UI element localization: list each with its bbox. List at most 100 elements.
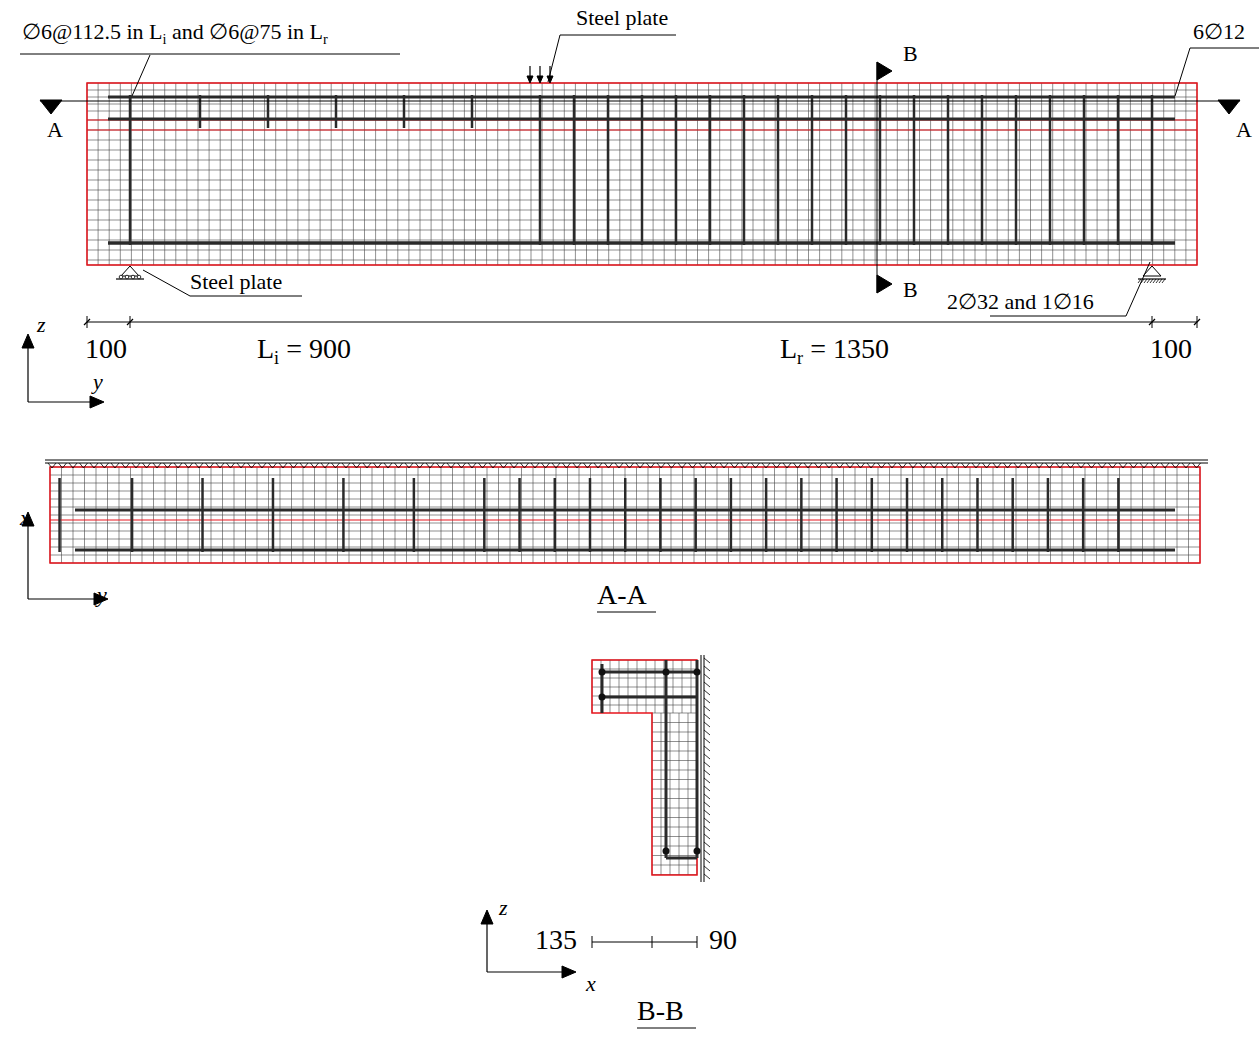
support-hatch — [1123, 463, 1127, 468]
mesh-line — [719, 83, 720, 265]
support-hatch — [704, 706, 710, 711]
mesh-line — [601, 660, 602, 713]
support-hatch — [1014, 463, 1018, 468]
stirrup — [201, 478, 204, 552]
mesh-line — [963, 83, 964, 265]
mesh-line — [797, 83, 798, 265]
support-hatch — [934, 463, 938, 468]
stirrup — [665, 660, 668, 858]
support-hatch — [619, 463, 623, 468]
support-hatch — [651, 463, 655, 468]
mesh-line — [98, 83, 99, 265]
support-hatch — [367, 463, 371, 468]
mesh-line — [708, 83, 709, 265]
stirrup — [976, 478, 979, 552]
mesh-line — [688, 713, 689, 875]
rebar-callout: i — [163, 31, 167, 47]
support-hatch — [704, 810, 710, 815]
section-mark-group: B — [903, 42, 918, 66]
support-hatch — [871, 463, 875, 468]
mesh-line — [131, 83, 132, 265]
stirrup — [573, 95, 576, 245]
support-hatch — [504, 463, 508, 468]
support-hatch — [1039, 463, 1043, 468]
section-mark: A — [47, 117, 63, 142]
support-hatch — [682, 463, 686, 468]
axis-label: y — [93, 369, 103, 394]
support-hatch — [588, 463, 592, 468]
axis-arrow — [22, 334, 34, 348]
mesh-line — [952, 83, 953, 265]
axis-label-group: x — [586, 972, 596, 996]
support-hatch — [80, 463, 84, 468]
mesh-line — [231, 83, 232, 265]
stirrup — [413, 478, 416, 552]
stirrup — [871, 478, 874, 552]
axis-label: x — [586, 971, 596, 996]
support-hatch — [647, 463, 651, 468]
stirrup — [947, 95, 950, 245]
support-hatch — [846, 463, 850, 468]
mesh-line — [592, 669, 697, 670]
support-hatch — [731, 463, 735, 468]
stirrup — [1117, 478, 1120, 552]
stirrup — [1082, 478, 1085, 552]
mesh-line — [930, 83, 931, 265]
stirrup — [554, 478, 557, 552]
leader-line — [20, 54, 400, 55]
support-hatch — [815, 463, 819, 468]
support-hatch — [704, 826, 710, 831]
support-hatch — [720, 463, 724, 468]
roller — [119, 275, 123, 279]
axis — [486, 920, 487, 972]
support-hatch — [52, 463, 56, 468]
stirrup — [1015, 95, 1018, 245]
support-hatch — [1186, 463, 1190, 468]
section-marker — [40, 100, 62, 114]
support-hatch — [105, 463, 109, 468]
dimension: 100 — [1150, 333, 1192, 364]
mesh-line — [730, 83, 731, 265]
support-hatch — [336, 463, 340, 468]
support-hatch — [972, 463, 976, 468]
mesh-line — [353, 83, 354, 265]
stirrup — [589, 478, 592, 552]
support-hatch — [836, 463, 840, 468]
support-hatch — [703, 463, 707, 468]
stirrup — [879, 95, 882, 245]
section-mark-group: A — [1236, 118, 1252, 142]
mesh-line — [442, 83, 443, 265]
support-hatch — [930, 463, 934, 468]
stirrup — [518, 478, 521, 552]
axis-label: y — [97, 582, 107, 607]
support-hatch — [384, 463, 388, 468]
support-line — [45, 460, 1208, 461]
dimension-group: Lr= 1350 — [780, 334, 889, 368]
support-hatch — [924, 463, 928, 468]
support-hatch — [63, 463, 67, 468]
mesh-line — [275, 83, 276, 265]
support-hatch — [1119, 463, 1123, 468]
support-hatch — [1113, 463, 1117, 468]
support-hatch — [825, 463, 829, 468]
support-hatch — [1067, 463, 1071, 468]
support-line — [701, 655, 702, 882]
axis-label-group: z — [499, 896, 508, 920]
mesh-line — [919, 83, 920, 265]
mesh-line — [652, 808, 697, 809]
support-hatch — [704, 690, 710, 695]
support-hatch — [710, 463, 714, 468]
support-hatch — [657, 463, 661, 468]
stirrup — [675, 95, 678, 245]
support-hatch — [704, 794, 710, 799]
stirrup — [129, 95, 132, 245]
support-hatch — [584, 463, 588, 468]
support-hatch — [195, 463, 199, 468]
mesh-line — [531, 83, 532, 265]
part-label: Steel plate — [576, 5, 668, 30]
rebar-dot — [599, 694, 606, 701]
mesh-line — [664, 83, 665, 265]
support-hatch — [206, 463, 210, 468]
support-hatch — [630, 463, 634, 468]
support-hatch — [493, 463, 497, 468]
